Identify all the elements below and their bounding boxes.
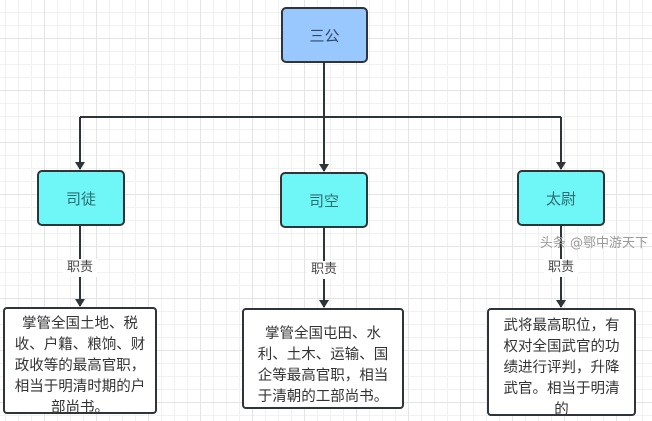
node-sikong[interactable]: 司空 [280,172,368,228]
node-situ[interactable]: 司徒 [37,170,125,226]
description-situ[interactable]: 掌管全国土地、税收、户籍、粮饷、财政收等的最高官职，相当于明清时期的户部尚书。 [3,307,157,416]
node-sikong-label: 司空 [308,191,339,210]
description-sikong[interactable]: 掌管全国屯田、水利、土木、运输、国企等最高官职，相当于清朝的工部尚书。 [242,308,404,409]
description-taiwei[interactable]: 武将最高职位，有权对全国武官的功绩进行评判，升降武官。相当于明清的 [487,308,636,418]
watermark: 头条 @鄂中游天下 [539,236,648,251]
description-sikong-text: 掌管全国屯田、水利、土木、运输、国企等最高官职，相当于清朝的工部尚书。 [257,326,389,405]
description-situ-text: 掌管全国土地、税收、户籍、粮饷、财政收等的最高官职，相当于明清时期的户部尚书。 [14,316,146,416]
description-taiwei-text: 武将最高职位，有权对全国武官的功绩进行评判，升降武官。相当于明清的 [503,318,620,418]
edge-label-sikong-duty: 职责 [307,261,341,279]
node-situ-label: 司徒 [65,189,96,208]
node-taiwei-label: 太尉 [545,189,576,208]
edge-label-situ-duty: 职责 [63,259,97,277]
edge-label-taiwei-duty: 职责 [544,259,578,277]
root-node-sangong[interactable]: 三公 [281,7,368,63]
node-taiwei[interactable]: 太尉 [517,170,605,226]
root-node-label: 三公 [309,26,340,45]
